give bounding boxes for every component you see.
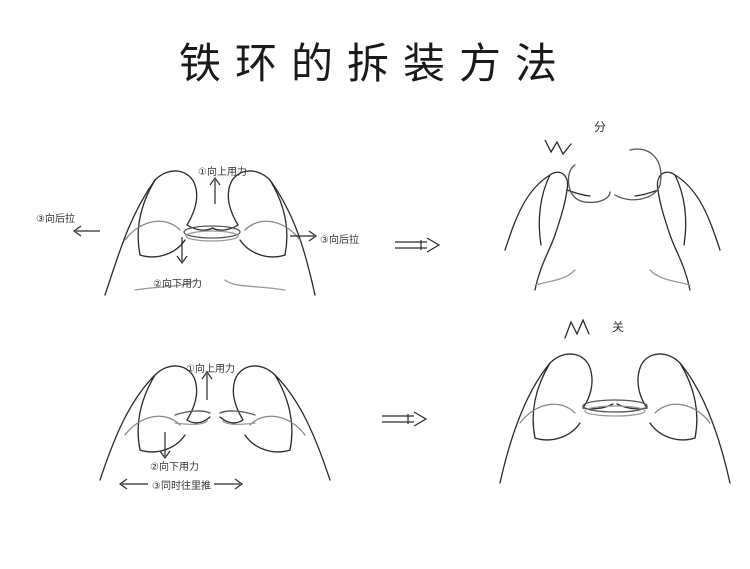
step2-result-label: 关 <box>612 320 625 334</box>
step1-result-illustration <box>495 140 735 300</box>
step2-result-illustration <box>495 318 735 488</box>
page-title: 铁环的拆装方法 <box>178 39 571 88</box>
right-arrow-icon <box>214 478 244 490</box>
left-arrow-icon <box>118 478 148 490</box>
next-arrow-icon <box>382 411 428 427</box>
step1-result-label: 分 <box>594 120 607 134</box>
step2-illustration <box>95 355 335 495</box>
down-arrow-icon <box>176 237 188 265</box>
step2-label-down: ②向下用力 <box>150 462 199 473</box>
next-arrow-icon <box>395 237 441 253</box>
step1-label-left: ③向后拉 <box>36 214 75 225</box>
left-arrow-icon <box>72 225 100 237</box>
step2-label-up: ①向上用力 <box>186 364 235 375</box>
step1-label-up: ①向上用力 <box>198 167 247 178</box>
step2-label-push: ③同时往里推 <box>152 481 211 492</box>
step1-label-right: ③向后拉 <box>320 235 359 246</box>
up-arrow-icon <box>201 370 213 400</box>
step1-label-down: ②向下用力 <box>153 279 202 290</box>
right-arrow-icon <box>290 230 318 242</box>
step1-illustration <box>95 160 325 300</box>
up-arrow-icon <box>209 176 221 204</box>
down-arrow-icon <box>159 432 171 460</box>
